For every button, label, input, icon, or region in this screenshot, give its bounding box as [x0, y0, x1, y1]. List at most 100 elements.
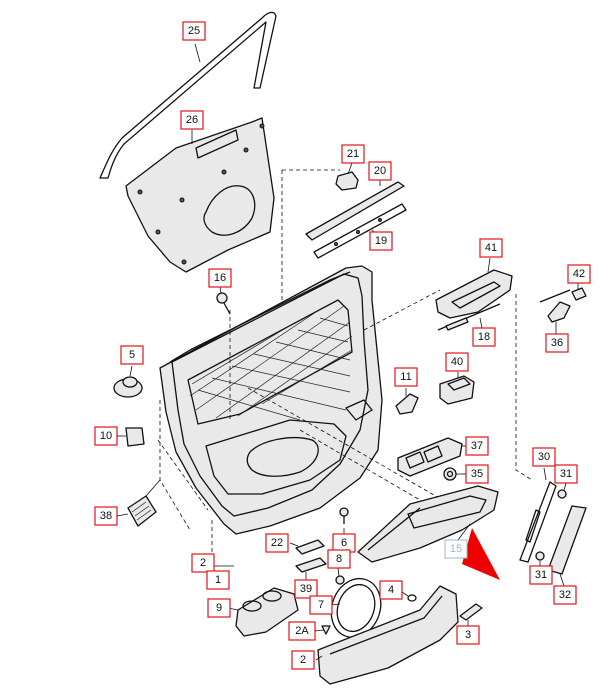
svg-text:1: 1: [215, 574, 221, 586]
label-22: 22: [265, 533, 289, 553]
label-6: 6: [332, 533, 356, 553]
svg-text:21: 21: [347, 148, 359, 160]
label-31-upper: 31: [554, 464, 578, 484]
part-38-grille: [127, 479, 161, 527]
svg-text:38: 38: [100, 510, 112, 522]
label-19: 19: [369, 231, 393, 251]
part-31-screw-lower: [535, 551, 545, 566]
svg-text:9: 9: [216, 602, 222, 614]
part-5-fastener: [113, 365, 143, 398]
svg-text:16: 16: [214, 272, 226, 284]
label-40: 40: [445, 352, 469, 372]
svg-text:20: 20: [374, 165, 386, 177]
label-30: 30: [532, 447, 556, 467]
label-4: 4: [379, 580, 403, 600]
svg-text:2: 2: [300, 654, 306, 666]
part-30-grip-bracket: [519, 467, 557, 563]
svg-text:22: 22: [271, 537, 283, 549]
label-2-upper: 2: [191, 553, 215, 573]
part-36-trim-cap: [539, 289, 571, 334]
part-40-switch: [439, 372, 475, 405]
label-2A: 2A: [288, 621, 325, 641]
svg-text:26: 26: [186, 114, 198, 126]
part-9-cup-holder: [227, 587, 299, 637]
part-6-screw: [339, 507, 349, 534]
svg-text:35: 35: [471, 468, 483, 480]
label-37: 37: [465, 436, 489, 456]
label-36: 36: [545, 333, 569, 353]
svg-text:11: 11: [400, 371, 411, 383]
part-22-clip: [289, 539, 325, 555]
part-16-screw: [216, 286, 231, 315]
label-16: 16: [208, 268, 232, 288]
part-37-switch-panel: [397, 437, 466, 477]
svg-text:2: 2: [200, 557, 206, 569]
pointer-triangle: [462, 528, 500, 580]
svg-text:37: 37: [471, 440, 483, 452]
label-9: 9: [207, 598, 231, 618]
label-5: 5: [120, 345, 144, 365]
part-26-insulation-panel: [125, 117, 275, 273]
part-31-screw-upper: [557, 482, 567, 499]
part-25-window-trim: [99, 11, 277, 179]
label-25: 25: [182, 21, 206, 41]
label-31-lower: 31: [529, 565, 553, 585]
part-32-grip-cover: [547, 505, 587, 587]
svg-text:5: 5: [129, 349, 135, 361]
label-26: 26: [180, 110, 204, 130]
svg-text:31: 31: [535, 569, 547, 581]
label-7: 7: [309, 595, 333, 615]
label-39: 39: [294, 579, 318, 599]
svg-text:6: 6: [341, 537, 347, 549]
svg-text:32: 32: [559, 589, 571, 601]
label-38: 38: [94, 506, 129, 526]
label-18: 18: [472, 327, 496, 347]
part-2-map-pocket: [315, 585, 459, 685]
label-20: 20: [368, 161, 392, 181]
label-3: 3: [456, 625, 480, 645]
label-42: 42: [567, 264, 591, 284]
part-8-screw: [335, 567, 345, 585]
label-8: 8: [327, 549, 351, 569]
svg-text:40: 40: [451, 356, 463, 368]
part-18-cable: [437, 303, 501, 331]
label-35: 35: [456, 464, 489, 484]
label-2-lower: 2: [291, 650, 315, 670]
label-32: 32: [553, 585, 577, 605]
quilted-pattern: [189, 305, 353, 421]
label-11: 11: [394, 367, 418, 387]
svg-text:8: 8: [336, 553, 342, 565]
part-7-speaker-ring: [329, 577, 382, 639]
svg-text:2A: 2A: [295, 625, 309, 637]
label-21: 21: [341, 144, 365, 164]
part-39-clip: [295, 557, 327, 580]
label-41: 41: [479, 238, 503, 258]
part-10-cap: [125, 427, 145, 447]
part-35-nut: [443, 467, 457, 481]
part-19-sill-seal: [313, 203, 407, 259]
svg-text:30: 30: [538, 451, 550, 463]
svg-text:7: 7: [318, 599, 324, 611]
svg-text:41: 41: [485, 242, 497, 254]
svg-text:4: 4: [388, 584, 394, 596]
svg-text:25: 25: [188, 25, 200, 37]
svg-text:19: 19: [375, 235, 387, 247]
label-15: 15: [444, 539, 468, 559]
part-42-bracket: [571, 283, 587, 301]
svg-text:18: 18: [478, 331, 490, 343]
part-21-clip: [335, 162, 359, 191]
svg-text:42: 42: [573, 268, 585, 280]
svg-text:39: 39: [300, 583, 312, 595]
svg-text:31: 31: [560, 468, 572, 480]
part-15-armrest-trim: [357, 485, 499, 563]
svg-text:36: 36: [551, 337, 563, 349]
label-1: 1: [206, 570, 230, 590]
part-3-badge: [459, 603, 483, 626]
main-door-trim-panel: [159, 265, 383, 535]
label-10: 10: [94, 426, 126, 446]
part-41-inner-handle: [435, 257, 513, 319]
svg-text:10: 10: [100, 430, 112, 442]
part-11-cover-cap: [395, 388, 419, 415]
svg-text:3: 3: [465, 629, 471, 641]
